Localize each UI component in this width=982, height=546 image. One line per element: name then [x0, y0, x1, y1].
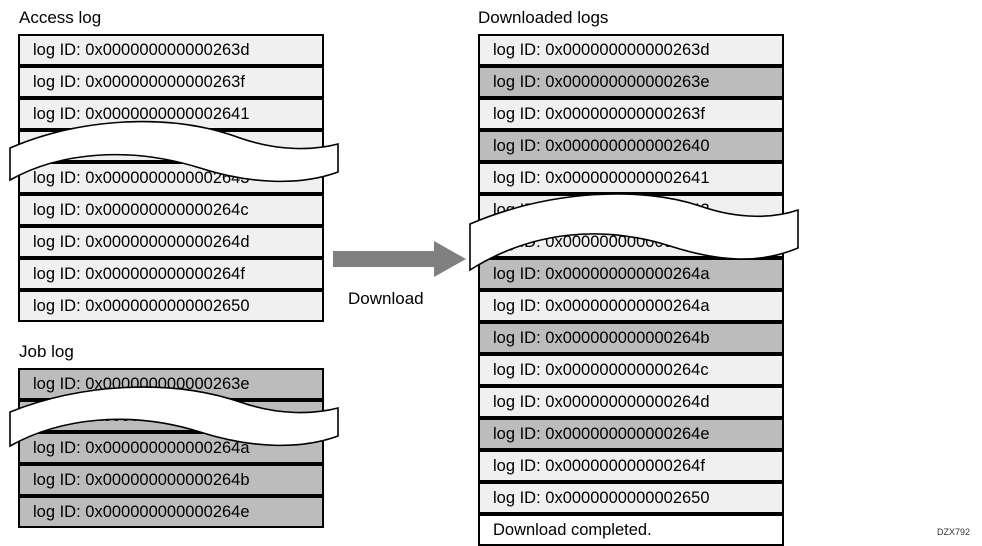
- downloaded-log-row: log ID: 0x000000000000264c: [479, 355, 783, 385]
- access-log-row: log ID: 0x0000000000002650: [19, 291, 323, 321]
- download-arrow: [333, 241, 466, 277]
- downloaded-log-row: log ID: 0x0000000000002642: [479, 195, 783, 225]
- access-log-row: log ID: 0x0000000000002642: [19, 131, 323, 161]
- downloaded-log-row: log ID: 0x000000000000264a: [479, 291, 783, 321]
- downloaded-log-row: log ID: 0x000000000000264f: [479, 451, 783, 481]
- downloaded-logs-title: Downloaded logs: [478, 8, 609, 27]
- access-log-row: log ID: 0x0000000000002641: [19, 99, 323, 129]
- downloaded-log-row: log ID: 0x000000000000263e: [479, 67, 783, 97]
- job-log-row: log ID: 0x000000000000264e: [19, 497, 323, 527]
- downloaded-log-row: log ID: 0x0000000000002643: [479, 227, 783, 257]
- job-log-row: log ID: 0x0000000000002640: [19, 401, 323, 431]
- downloaded-log-row: log ID: 0x0000000000002641: [479, 163, 783, 193]
- access-log-title: Access log: [19, 8, 102, 27]
- downloaded-log-row: log ID: 0x000000000000264e: [479, 419, 783, 449]
- job-log-row: log ID: 0x000000000000264b: [19, 465, 323, 495]
- access-log-panel: log ID: 0x000000000000263d log ID: 0x000…: [18, 34, 324, 322]
- job-log-panel: log ID: 0x000000000000263e log ID: 0x000…: [18, 368, 324, 528]
- downloaded-log-row: log ID: 0x000000000000264b: [479, 323, 783, 353]
- access-log-row: log ID: 0x000000000000264d: [19, 227, 323, 257]
- downloaded-log-row: log ID: 0x0000000000002650: [479, 483, 783, 513]
- job-log-title: Job log: [19, 342, 74, 361]
- downloaded-log-row: log ID: 0x000000000000263d: [479, 35, 783, 65]
- downloaded-log-row: log ID: 0x000000000000264a: [479, 259, 783, 289]
- downloaded-log-row: log ID: 0x000000000000264d: [479, 387, 783, 417]
- access-log-row: log ID: 0x000000000000264f: [19, 259, 323, 289]
- access-log-row: log ID: 0x000000000000263d: [19, 35, 323, 65]
- job-log-row: log ID: 0x000000000000263e: [19, 369, 323, 399]
- figure-code: DZX792: [937, 527, 971, 537]
- downloaded-log-row: log ID: 0x000000000000263f: [479, 99, 783, 129]
- downloaded-log-row: log ID: 0x0000000000002640: [479, 131, 783, 161]
- job-log-row: log ID: 0x000000000000264a: [19, 433, 323, 463]
- downloaded-logs-panel: log ID: 0x000000000000263d log ID: 0x000…: [478, 34, 784, 546]
- download-completed-row: Download completed.: [479, 515, 783, 545]
- access-log-row: log ID: 0x000000000000264c: [19, 195, 323, 225]
- access-log-row: log ID: 0x0000000000002643: [19, 163, 323, 193]
- access-log-row: log ID: 0x000000000000263f: [19, 67, 323, 97]
- download-label: Download: [348, 289, 424, 308]
